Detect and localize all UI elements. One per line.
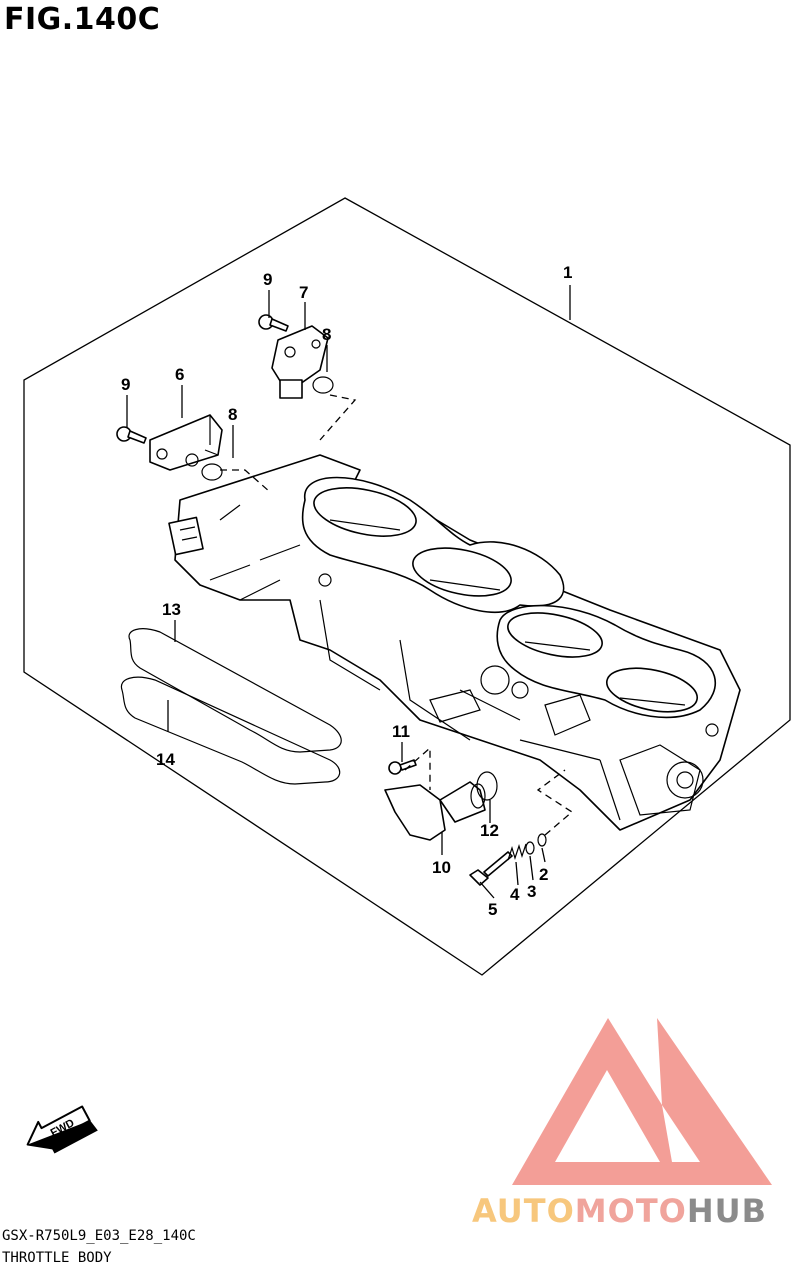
screw-9-lower-icon	[116, 426, 147, 444]
callout-6: 6	[175, 365, 184, 384]
callout-3: 3	[527, 882, 536, 901]
callout-9-lower: 9	[121, 375, 130, 394]
callout-12: 12	[480, 821, 499, 840]
callout-13: 13	[162, 600, 181, 619]
throttle-body-icon	[168, 454, 741, 831]
sensor-6-icon	[149, 414, 223, 471]
callout-7: 7	[299, 283, 308, 302]
callout-10: 10	[432, 858, 451, 877]
callout-11: 11	[392, 722, 410, 741]
callout-8-lower: 8	[228, 405, 237, 424]
gasket-14-icon	[120, 676, 341, 785]
sensor-7-icon	[271, 325, 329, 399]
drawing-caption: THROTTLE BODY	[2, 1250, 112, 1266]
o-ring-2-icon	[537, 833, 547, 847]
sensor-10-icon	[384, 781, 486, 841]
callout-5: 5	[488, 900, 497, 919]
callout-labels: 1 2 3 4 5 6 7 8 8 9 9 10 11 12 13 14	[121, 263, 572, 919]
callout-4: 4	[510, 885, 520, 904]
drawing-code: GSX-R750L9_E03_E28_140C	[2, 1228, 196, 1244]
callout-14: 14	[156, 750, 175, 769]
screw-5-icon	[469, 851, 513, 886]
spring-4-icon	[507, 843, 527, 861]
watermark-moto: MOTO	[574, 1192, 687, 1230]
callout-2: 2	[539, 865, 548, 884]
leader-lines	[126, 285, 574, 899]
o-ring-12-icon	[476, 771, 498, 801]
screw-9-upper-icon	[258, 314, 289, 332]
figure-title: FIG.140C	[4, 2, 161, 37]
callout-8-upper: 8	[322, 325, 331, 344]
watermark-hub: HUB	[686, 1192, 768, 1230]
o-ring-8-lower-icon	[201, 463, 223, 481]
watermark-auto: AUTO	[472, 1192, 575, 1230]
o-ring-8-upper-icon	[312, 376, 334, 394]
assembly-outline	[23, 197, 791, 976]
fwd-arrow-icon: FWD	[26, 1105, 98, 1154]
callout-9-upper: 9	[263, 270, 272, 289]
watermark-wordmark: AUTOMOTOHUB	[472, 1192, 767, 1230]
callout-1: 1	[563, 263, 572, 282]
gasket-13-icon	[128, 628, 342, 753]
washer-3-icon	[525, 841, 535, 855]
watermark-logo	[512, 1018, 772, 1185]
screw-11-icon	[388, 759, 417, 775]
